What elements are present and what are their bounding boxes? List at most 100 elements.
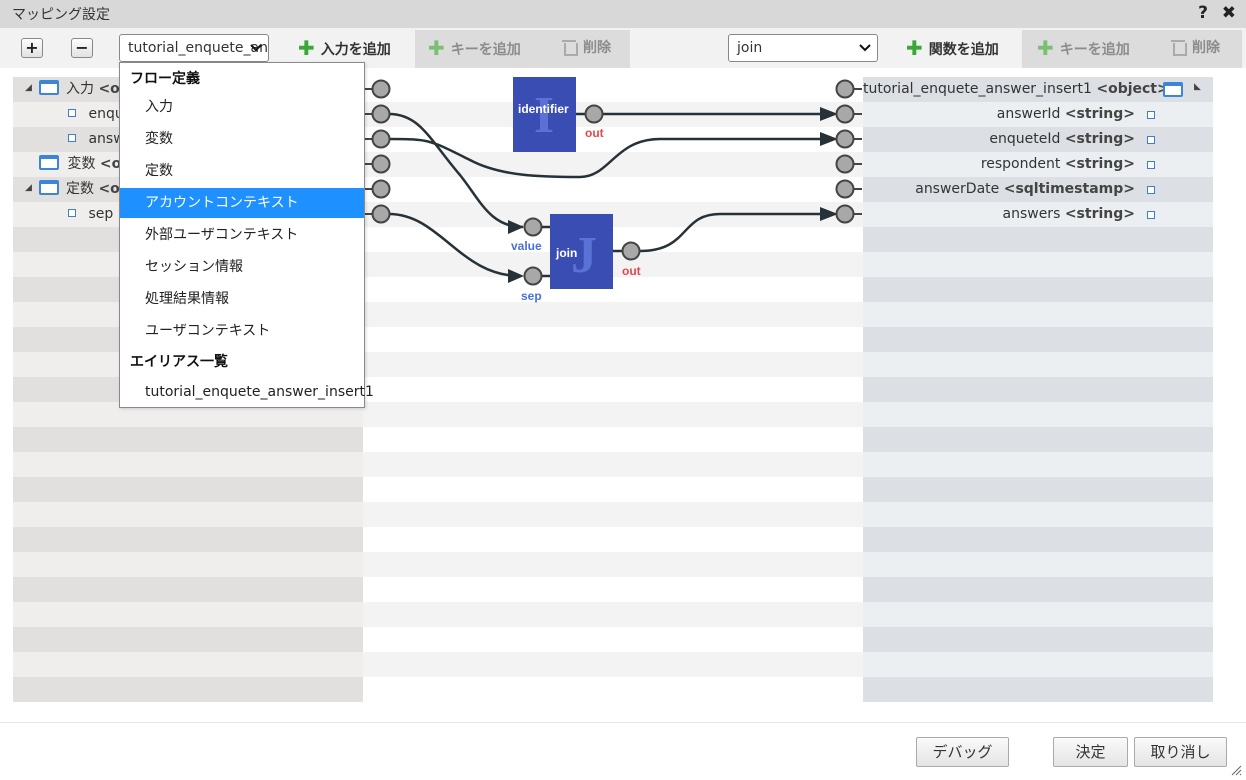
help-icon[interactable]: ? [1198,3,1208,23]
connector-enqueteid-join[interactable] [388,112,524,229]
row-stripe [363,302,863,327]
object-icon [39,180,59,195]
trash-icon [1170,39,1187,56]
delete-label: 削除 [583,40,611,56]
source-port-enqueteid[interactable] [371,104,391,124]
dropdown-item[interactable]: tutorial_enquete_answer_insert1 [145,384,374,400]
debug-button[interactable]: デバッグ [916,737,1009,767]
connector-answerid-enqueteid[interactable] [388,137,830,179]
source-port-answerid[interactable] [371,129,391,149]
dropdown-item[interactable]: 定数 [145,163,173,179]
expand-all-button[interactable]: + [21,38,43,58]
row-stripe [863,502,1213,527]
join-function-block[interactable]: J join [541,214,623,289]
target-port-respondent[interactable] [835,154,855,174]
object-icon [39,80,59,95]
triangle-down-icon[interactable]: ◢ [25,183,32,193]
identifier-out-port[interactable] [584,104,604,124]
tree-type: <sqltimestamp> [1003,181,1135,197]
leaf-icon [1147,186,1155,194]
source-select[interactable]: tutorial_enquete_answer_insert1 [119,34,269,62]
dropdown-item[interactable]: 変数 [145,131,173,147]
delete-button-right[interactable]: 削除 [1170,36,1220,60]
add-input-button[interactable]: ✚入力を追加 [298,36,391,60]
trash-icon [561,39,578,56]
triangle-icon[interactable]: ◣ [1194,82,1201,92]
row-stripe [13,677,363,702]
dropdown-item[interactable]: 処理結果情報 [145,291,229,307]
row-stripe [863,577,1213,602]
source-port-input[interactable] [371,79,391,99]
close-icon[interactable]: ✖ [1221,3,1236,23]
row-stripe [13,527,363,552]
row-stripe [13,502,363,527]
function-select[interactable]: join [728,34,878,62]
add-key-button-left[interactable]: ✚キーを追加 [428,36,521,60]
join-glyph: J [571,227,597,284]
add-function-label: 関数を追加 [928,42,999,58]
identifier-out-label: out [585,126,604,140]
tree-label: 定数 [66,181,94,197]
leaf-icon [68,109,76,117]
add-function-button[interactable]: ✚関数を追加 [906,36,999,60]
row-stripe [363,427,863,452]
add-key-button-right[interactable]: ✚キーを追加 [1037,36,1130,60]
target-port-root[interactable] [835,79,855,99]
arrow-icon [820,132,838,146]
target-row-respondent[interactable]: respondent <string> [863,152,1135,177]
row-stripe [363,552,863,577]
delete-button-left[interactable]: 削除 [561,36,611,60]
target-row-answerdate[interactable]: answerDate <sqltimestamp> [863,177,1135,202]
triangle-down-icon[interactable]: ◢ [25,83,32,93]
dropdown-item[interactable]: セッション情報 [145,259,243,275]
dialog-title: マッピング設定 [12,7,110,23]
join-value-port[interactable] [523,217,543,237]
join-sep-port[interactable] [523,266,543,286]
target-port-enqueteid[interactable] [835,129,855,149]
leaf-icon [1147,211,1155,219]
tree-type: <string> [1064,206,1135,222]
join-out-port[interactable] [621,241,641,261]
tree-label: 入力 [66,81,94,97]
identifier-function-block[interactable]: I identifier [513,77,586,152]
row-stripe [363,677,863,702]
row-stripe [863,427,1213,452]
footer-divider [0,722,1246,723]
tree-type: <string> [1064,156,1135,172]
dropdown-item[interactable]: ユーザコンテキスト [145,323,271,339]
dropdown-item[interactable]: 外部ユーザコンテキスト [145,227,299,243]
leaf-icon [1147,136,1155,144]
target-row-answers[interactable]: answers <string> [863,202,1136,227]
target-row-enqueteid[interactable]: enqueteId <string> [863,127,1135,152]
resize-handle-icon[interactable] [1230,764,1242,776]
source-port-sep[interactable] [371,204,391,224]
arrow-icon [508,220,524,234]
row-stripe [863,602,1213,627]
tree-type: <string> [1064,131,1135,147]
dropdown-item-selected[interactable]: アカウントコンテキスト [120,188,364,218]
row-stripe [363,527,863,552]
plus-icon: ✚ [1037,36,1054,60]
source-port-constants[interactable] [371,179,391,199]
target-port-answerid[interactable] [835,104,855,124]
row-stripe [13,577,363,602]
collapse-all-button[interactable]: − [71,38,93,58]
row-stripe [863,352,1213,377]
ok-button[interactable]: 決定 [1053,737,1128,767]
target-row-answerid[interactable]: answerId <string> [863,102,1135,127]
tree-label: tutorial_enquete_answer_insert1 [863,81,1092,97]
connector-join-answers[interactable] [639,212,830,253]
dropdown-item[interactable]: 入力 [145,99,173,115]
target-port-answerdate[interactable] [835,179,855,199]
target-row-root[interactable]: tutorial_enquete_answer_insert1 <object> [863,77,1169,102]
source-port-variables[interactable] [371,154,391,174]
object-icon [39,155,59,170]
cancel-button[interactable]: 取り消し [1134,737,1227,767]
connector-sep-join[interactable] [388,212,521,278]
target-port-answers[interactable] [835,204,855,224]
row-stripe [363,402,863,427]
arrow-icon [508,269,524,283]
tree-row-sep[interactable]: sep [68,202,113,227]
row-stripe [13,602,363,627]
